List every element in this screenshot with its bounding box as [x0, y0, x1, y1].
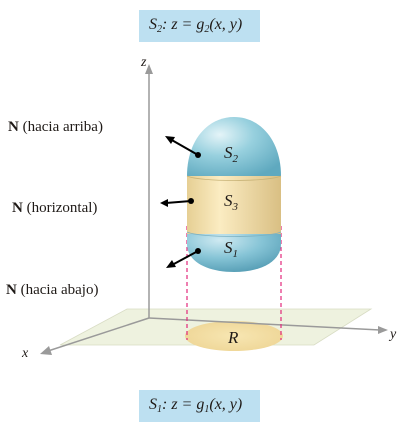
normal-horizontal-arrow-icon: [160, 199, 168, 207]
normal-horizontal: [160, 198, 194, 207]
normal-down-n: N: [6, 282, 17, 298]
normal-up-n: N: [8, 119, 19, 135]
normal-up-label: N (hacia arriba): [8, 119, 103, 136]
region-r: [185, 321, 283, 351]
s2-eq-sub2: 2: [204, 24, 210, 35]
normal-down: [166, 248, 201, 268]
s2-eq-tail: (x, y): [209, 16, 243, 33]
normal-up-text: (hacia arriba): [18, 119, 103, 135]
s1-eq-sub: 1: [157, 404, 162, 415]
z-axis-arrow-icon: [145, 64, 153, 74]
surface-s1-equation: S1: z = g1(x, y): [139, 390, 260, 422]
s2-eq-mid: : z = g: [162, 16, 205, 33]
axis-label-z: z: [140, 55, 147, 70]
normal-horizontal-label: N (horizontal): [12, 200, 97, 217]
surface-s2: [187, 117, 281, 176]
axis-label-x: x: [21, 346, 29, 361]
normal-horizontal-text: (horizontal): [22, 200, 98, 216]
label-region: R: [227, 328, 239, 347]
s1-eq-s: S: [149, 396, 157, 413]
s1-eq-tail: (x, y): [209, 396, 243, 413]
axis-label-y: y: [388, 327, 397, 342]
label-s2: S2: [224, 143, 239, 165]
surface-s3: [187, 176, 281, 234]
label-s1: S1: [224, 238, 238, 260]
x-axis-arrow-icon: [40, 346, 52, 355]
normal-down-label: N (hacia abajo): [6, 282, 98, 299]
s1-eq-sub2: 1: [204, 404, 210, 415]
normal-horizontal-n: N: [12, 200, 23, 216]
surface-s2-equation: S2: z = g2(x, y): [139, 10, 260, 42]
s2-eq-s: S: [149, 16, 157, 33]
s2-eq-sub: 2: [157, 24, 162, 35]
normal-down-arrow-icon: [166, 260, 176, 268]
normal-down-text: (hacia abajo): [16, 282, 99, 298]
normal-up-arrow-icon: [165, 136, 175, 144]
surface-s1: [187, 232, 281, 272]
seam-bottom: [186, 231, 282, 237]
x-axis: [47, 317, 150, 352]
seam-top: [186, 175, 282, 181]
normal-up: [165, 136, 201, 158]
label-s3: S3: [224, 191, 239, 213]
y-axis-arrow-icon: [378, 326, 388, 334]
s1-eq-mid: : z = g: [162, 396, 205, 413]
